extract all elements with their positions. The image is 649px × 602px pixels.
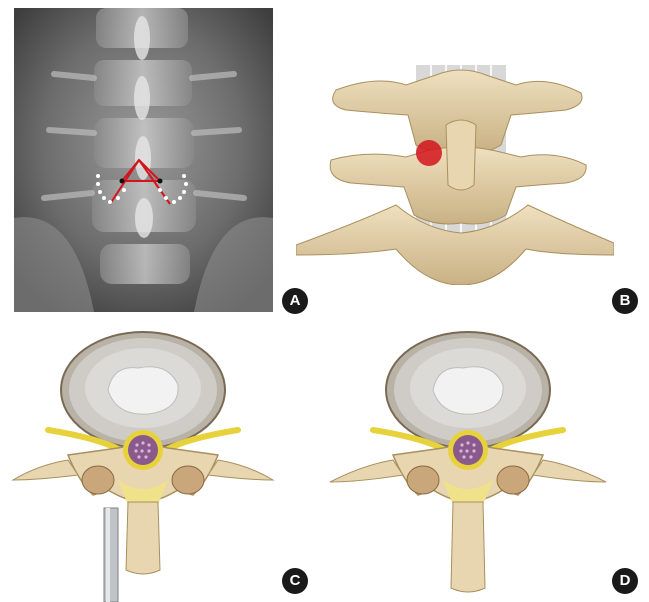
panel-b [296,55,614,285]
posterior-spine-illustration [296,55,614,285]
panel-a [14,8,273,312]
panel-c-label: C [282,568,308,594]
target-marker [416,140,442,166]
panel-b-label: B [612,288,638,314]
panel-d-label: D [612,568,638,594]
panel-a-label: A [282,288,308,314]
axial-vertebra-after [328,330,618,602]
radiograph-image [14,8,273,312]
panel-d [328,330,618,602]
panel-c [8,330,278,602]
axial-vertebra-with-probe [8,330,278,602]
